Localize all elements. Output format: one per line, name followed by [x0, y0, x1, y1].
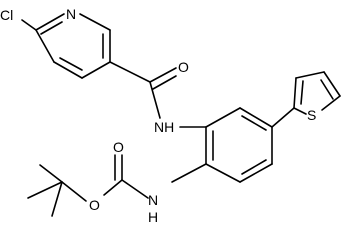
- bond-pyr-2: [79, 13, 111, 31]
- bond-benz-4-double: [241, 159, 267, 175]
- bond-tbu-me1: [39, 164, 63, 183]
- bonds: [21, 13, 341, 217]
- bond-thio-3: [323, 71, 341, 97]
- bond-pyr-1: [35, 13, 65, 31]
- bond-pyr-4: [81, 61, 111, 79]
- atom-label-amide-o: O: [178, 59, 189, 75]
- bond-benz-5: [205, 163, 241, 183]
- bond-pyr-carbonyl: [109, 61, 151, 83]
- bond-o-tbu: [61, 181, 87, 202]
- bond-amide-co-double: [152, 75, 177, 90]
- atom-label-amide-nh: NH: [154, 119, 174, 135]
- bond-amide-co: [149, 67, 177, 83]
- bond-benz-2: [239, 107, 273, 128]
- bond-thio-1-double: [300, 80, 304, 105]
- bond-thio-1: [293, 77, 297, 109]
- bond-benz-thiophene: [271, 107, 295, 128]
- bond-pyr-1-double: [40, 21, 63, 35]
- bond-benz-4: [239, 163, 273, 183]
- atom-label-cl: Cl: [0, 7, 13, 23]
- bond-pyr-5: [53, 61, 83, 79]
- bond-benz-carbamate-n: [171, 163, 207, 183]
- bond-benz-2-double: [241, 115, 267, 131]
- bond-tbu-me2: [27, 181, 63, 199]
- atom-label-carbamate-h: H: [148, 209, 158, 225]
- atom-labels: Cl N O NH S O O N H: [0, 6, 316, 225]
- atom-label-thiophene-s: S: [307, 107, 316, 123]
- bond-tbu-me3: [51, 181, 63, 217]
- bond-thio-3-double: [320, 79, 334, 100]
- bond-benz-1: [205, 107, 241, 128]
- bond-pyr-6: [35, 29, 55, 63]
- atom-label-pyridine-n: N: [66, 6, 76, 22]
- atom-label-carbamate-o-carbonyl: O: [113, 139, 124, 155]
- bond-carbamate-nc: [121, 179, 149, 199]
- molecule-structure: Cl N O NH S O O N H: [0, 6, 341, 225]
- bond-thio-4: [321, 95, 341, 111]
- structure-canvas: Cl N O NH S O O N H: [0, 6, 341, 225]
- bond-thio-5: [293, 107, 307, 115]
- bond-cl-c: [21, 19, 37, 31]
- bond-carbamate-co-ester: [103, 179, 123, 196]
- bond-thio-2: [295, 71, 325, 79]
- atom-label-carbamate-o-ester: O: [89, 197, 100, 213]
- atom-label-carbamate-n: N: [148, 192, 158, 208]
- bond-pyr-5-double: [59, 57, 83, 71]
- bond-amide-cn: [149, 81, 161, 119]
